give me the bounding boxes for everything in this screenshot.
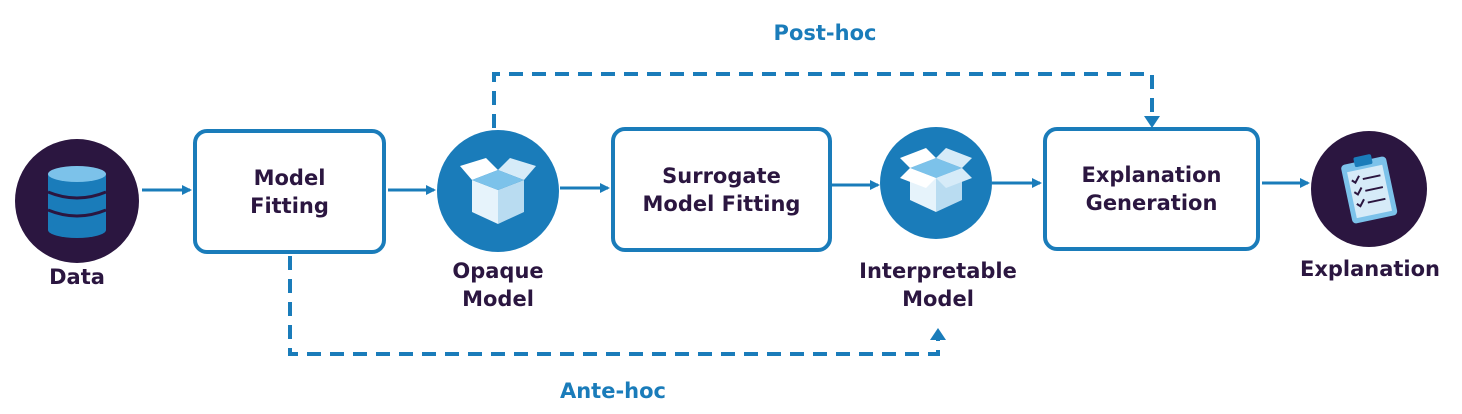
- clipboard-checklist-icon: [1341, 154, 1398, 224]
- interpretable-model-label: Interpretable Model: [859, 259, 1017, 311]
- explanation-generation-box: Explanation Generation: [1043, 127, 1260, 251]
- surrogate-model-fitting-label: Surrogate Model Fitting: [642, 163, 801, 216]
- post-hoc-arrowhead: [1144, 116, 1160, 128]
- explanation-generation-label: Explanation Generation: [1081, 163, 1222, 215]
- post-hoc-label: Post-hoc: [773, 21, 877, 45]
- explanation-node: [1311, 131, 1427, 247]
- opaque-model-node: [437, 130, 559, 252]
- ante-hoc-arrowhead: [930, 328, 946, 340]
- model-fitting-box: Model Fitting: [193, 129, 386, 254]
- data-label: Data: [49, 265, 105, 289]
- database-icon: [47, 166, 107, 238]
- data-node: [15, 139, 139, 263]
- opaque-model-label: Opaque Model: [452, 259, 544, 311]
- closed-box-icon: [900, 148, 972, 212]
- surrogate-model-fitting-box: Surrogate Model Fitting: [611, 127, 832, 252]
- ante-hoc-label: Ante-hoc: [559, 379, 667, 403]
- explanation-label: Explanation: [1299, 257, 1441, 281]
- post-hoc-path: [492, 72, 1154, 128]
- interpretable-model-node: [880, 127, 992, 239]
- model-fitting-label: Model Fitting: [250, 165, 329, 218]
- ante-hoc-path: [288, 256, 940, 356]
- open-box-icon: [460, 158, 536, 224]
